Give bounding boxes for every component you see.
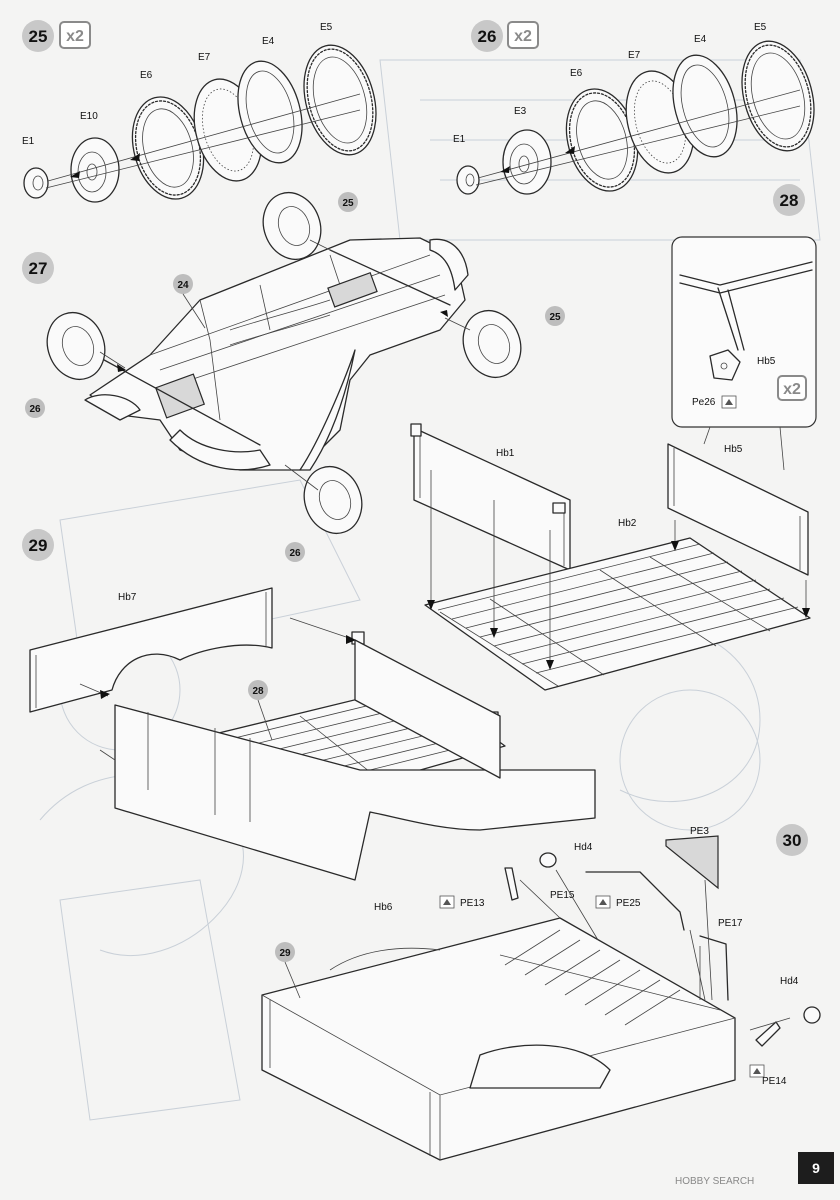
step-29: 29 Hb7 28 Hb6 [22,529,596,913]
part-label: Hd4 [780,976,799,987]
part-label: E6 [570,68,583,79]
quantity-badge [507,21,539,49]
step-number: 25 [29,27,48,46]
quantity-badge [777,375,807,401]
reference-number: 25 [342,198,354,209]
step-number: 30 [783,831,802,850]
part-label: E1 [22,136,35,147]
reference-badge [173,274,193,294]
part-label: Hb6 [374,902,393,913]
step-badge [22,529,54,561]
reference-number: 25 [549,312,561,323]
part-label: Hb2 [618,518,637,529]
part-label: Hd4 [574,842,593,853]
part-label: E7 [198,52,211,63]
step-25: 25 x2 E1 E10 E6 E7 E4 E5 [22,20,377,203]
step-badge [22,20,54,52]
reference-number: 26 [289,548,301,559]
step-number: 27 [29,259,48,278]
part-label: E3 [514,106,527,117]
part-label: Hb5 [757,356,776,367]
part-label: E4 [262,36,275,47]
step-badge [776,824,808,856]
reference-number: 28 [252,686,264,697]
part-label: E4 [694,34,707,45]
step-badge [22,252,54,284]
part-label: PE25 [616,898,641,909]
part-label: E7 [628,50,641,61]
page-number-box [798,1152,834,1184]
part-label: PE3 [690,826,709,837]
step-number: 29 [29,536,48,555]
reference-badge [248,680,268,700]
reference-badge [285,542,305,562]
step-number: 28 [780,191,799,210]
watermark: HOBBY SEARCH [675,1176,754,1187]
part-label: Hb5 [724,444,743,455]
part-label: E6 [140,70,153,81]
quantity-badge [59,21,91,49]
reference-number: 26 [29,404,41,415]
part-label: Pe26 [692,397,716,408]
part-label: E5 [754,22,767,33]
step-28: 28 Hb5 Pe26 x2 Hb1 Hb5 Hb2 [410,184,817,691]
step-26: 26 x2 E1 E3 E6 E7 E4 E5 [453,20,815,195]
part-label: E5 [320,22,333,33]
footer: HOBBY SEARCH 9 [675,1152,834,1187]
quantity-label: x2 [66,28,84,45]
step-number: 26 [478,27,497,46]
part-label: Hb7 [118,592,137,603]
reference-badge [275,942,295,962]
step-27: 27 25 24 25 [22,191,565,562]
quantity-label: x2 [783,381,801,398]
step-badge [471,20,503,52]
quantity-label: x2 [514,28,532,45]
part-label: Hb1 [496,448,515,459]
part-label: E10 [80,111,98,122]
step-30: 30 PE3 Hd4 PE13 PE25 PE15 PE17 Hd4 PE14 [261,824,821,1161]
part-label: PE15 [550,890,575,901]
part-label: PE17 [718,918,743,929]
reference-number: 29 [279,948,291,959]
part-label: PE13 [460,898,485,909]
reference-badge [25,398,45,418]
reference-badge [338,192,358,212]
reference-badge [545,306,565,326]
part-label: PE14 [762,1076,787,1087]
part-label: E1 [453,134,466,145]
reference-number: 24 [177,280,189,291]
page-number: 9 [812,1160,820,1176]
step-badge [773,184,805,216]
